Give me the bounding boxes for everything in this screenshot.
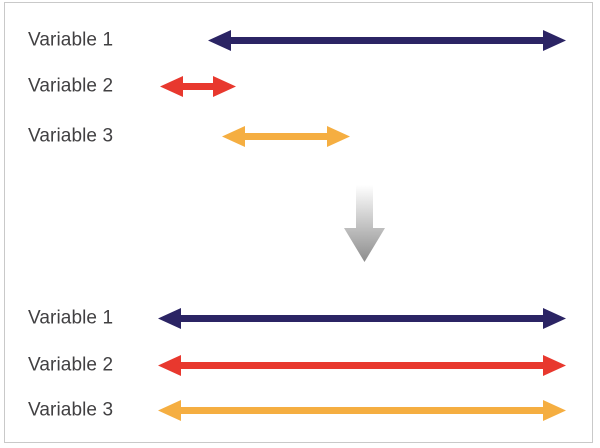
top-row-3-double-arrow-icon xyxy=(222,125,350,147)
top-panel: Variable 1 Variable 2 Variable 3 xyxy=(5,3,592,442)
down-arrow-gradient-icon xyxy=(343,185,385,262)
bottom-row-1-double-arrow-icon xyxy=(158,307,566,329)
top-row-3-label: Variable 3 xyxy=(28,125,114,147)
bottom-panel: Variable 1 Variable 2 Variable 3 xyxy=(5,3,592,442)
bottom-row-2-double-arrow-icon xyxy=(158,354,566,376)
top-row-1-label: Variable 1 xyxy=(28,29,114,51)
diagram-frame: Variable 1 Variable 2 Variable 3 Variabl… xyxy=(4,2,593,443)
top-row-1-double-arrow-icon xyxy=(208,29,566,51)
bottom-row-2-label: Variable 2 xyxy=(28,354,114,376)
bottom-row-3-double-arrow-icon xyxy=(158,399,566,421)
bottom-row-3-label: Variable 3 xyxy=(28,399,114,421)
bottom-row-1-label: Variable 1 xyxy=(28,307,114,329)
top-row-2-double-arrow-icon xyxy=(160,75,236,97)
top-row-2-label: Variable 2 xyxy=(28,75,114,97)
